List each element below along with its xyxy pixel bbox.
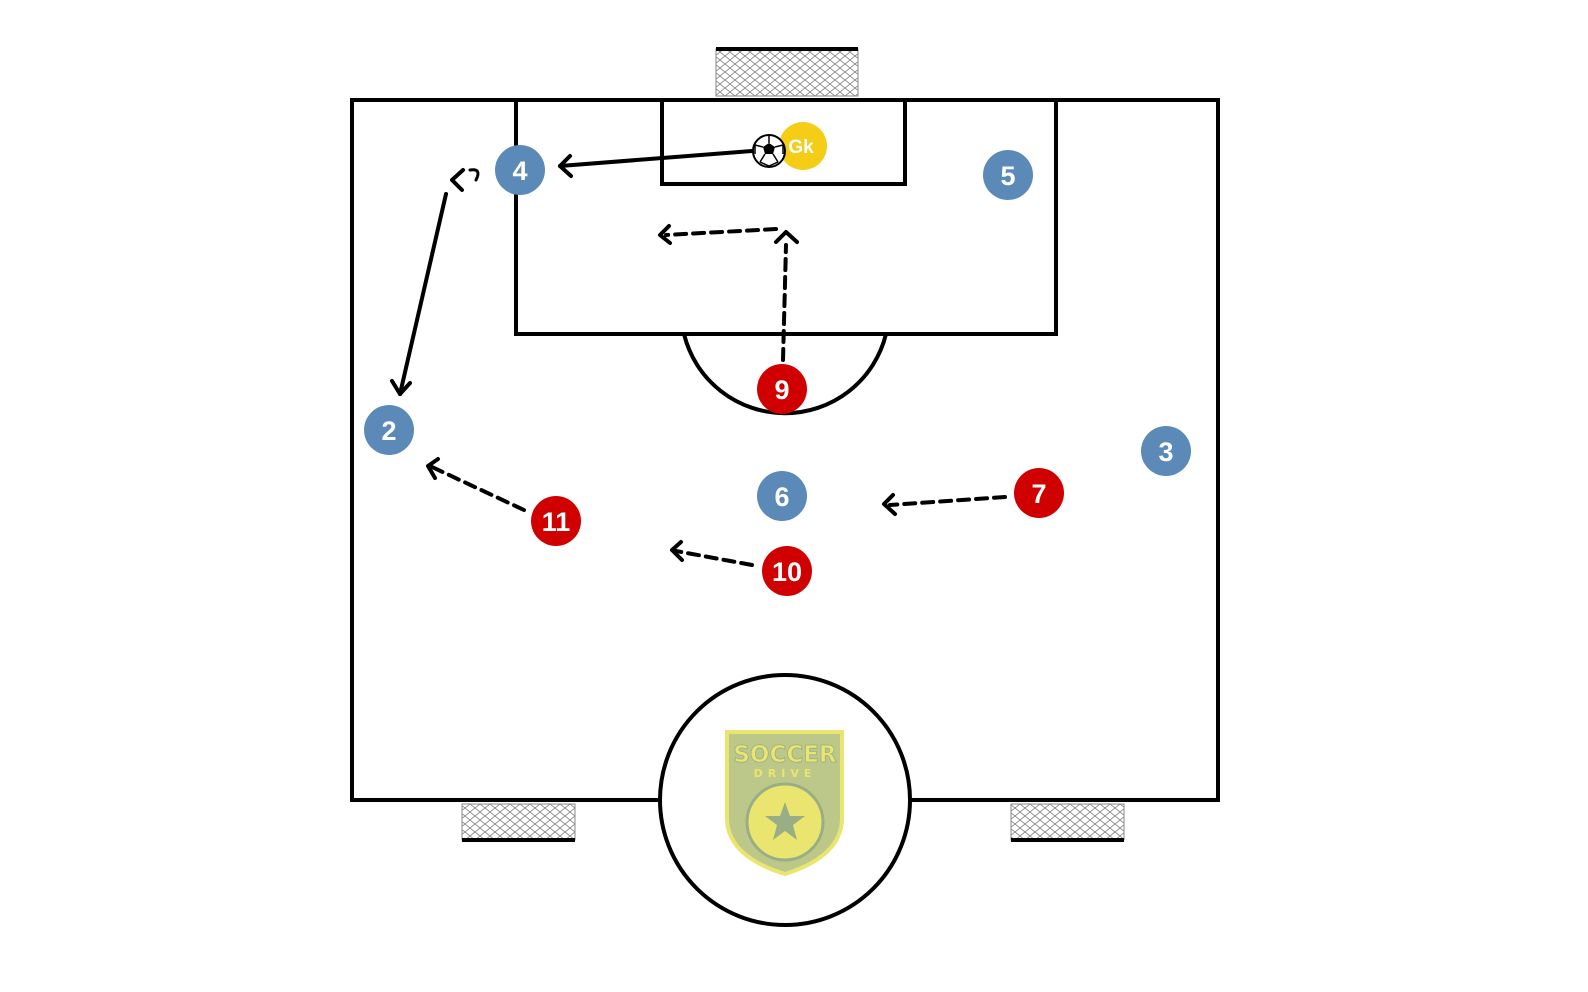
player-red-10[interactable]: 10 [762, 546, 812, 596]
movement-arrows [390, 149, 1007, 567]
player-gk-label: Gk [788, 137, 814, 158]
player-blue-3[interactable]: 3 [1141, 426, 1191, 476]
run-arrow-11 [426, 457, 526, 512]
goal-net-icon [1010, 803, 1125, 841]
logo-text-soccer: SOCCER [733, 742, 837, 768]
player-red-10-label: 10 [772, 557, 802, 587]
pass-arrow-4-to-2 [390, 192, 448, 396]
logo-text-drive: DRIVE [754, 767, 817, 780]
soccer-ball-icon [752, 134, 786, 168]
run-arrow-7 [882, 493, 1007, 516]
run-arrow-9 [664, 227, 788, 362]
player-red-9-label: 9 [774, 375, 789, 405]
player-blue-5[interactable]: 5 [983, 150, 1033, 200]
player-blue-5-label: 5 [1000, 161, 1015, 191]
player-blue-6-label: 6 [774, 482, 789, 512]
pass-arrow-gk-to-4 [558, 149, 754, 178]
player-blue-2-label: 2 [381, 416, 396, 446]
player-red-9[interactable]: 9 [757, 364, 807, 414]
player-red-11[interactable]: 11 [531, 496, 581, 546]
run-arrow-10 [670, 540, 754, 567]
player-red-7[interactable]: 7 [1014, 468, 1064, 518]
goal-net-icon [461, 803, 576, 841]
player-blue-4[interactable]: 4 [495, 145, 545, 195]
arrowhead-9-left [658, 224, 672, 245]
check-run-arrow-4 [450, 168, 480, 192]
top-goal [715, 47, 859, 97]
logo-star-icon [765, 802, 805, 840]
arrowhead-9-up [774, 230, 799, 244]
goal-net-icon [715, 48, 859, 97]
player-gk[interactable]: Gk [779, 122, 827, 170]
goal-box [660, 98, 907, 186]
player-blue-6[interactable]: 6 [757, 471, 807, 521]
player-red-11-label: 11 [542, 507, 571, 537]
small-goal-left [461, 803, 576, 842]
player-blue-3-label: 3 [1158, 437, 1173, 467]
player-blue-4-label: 4 [512, 156, 527, 186]
player-red-7-label: 7 [1031, 479, 1046, 509]
player-blue-2[interactable]: 2 [364, 405, 414, 455]
small-goal-right [1010, 803, 1125, 842]
players: Gk 4 5 2 3 6 9 [364, 122, 1191, 596]
soccer-drive-logo: SOCCER DRIVE [725, 730, 844, 877]
